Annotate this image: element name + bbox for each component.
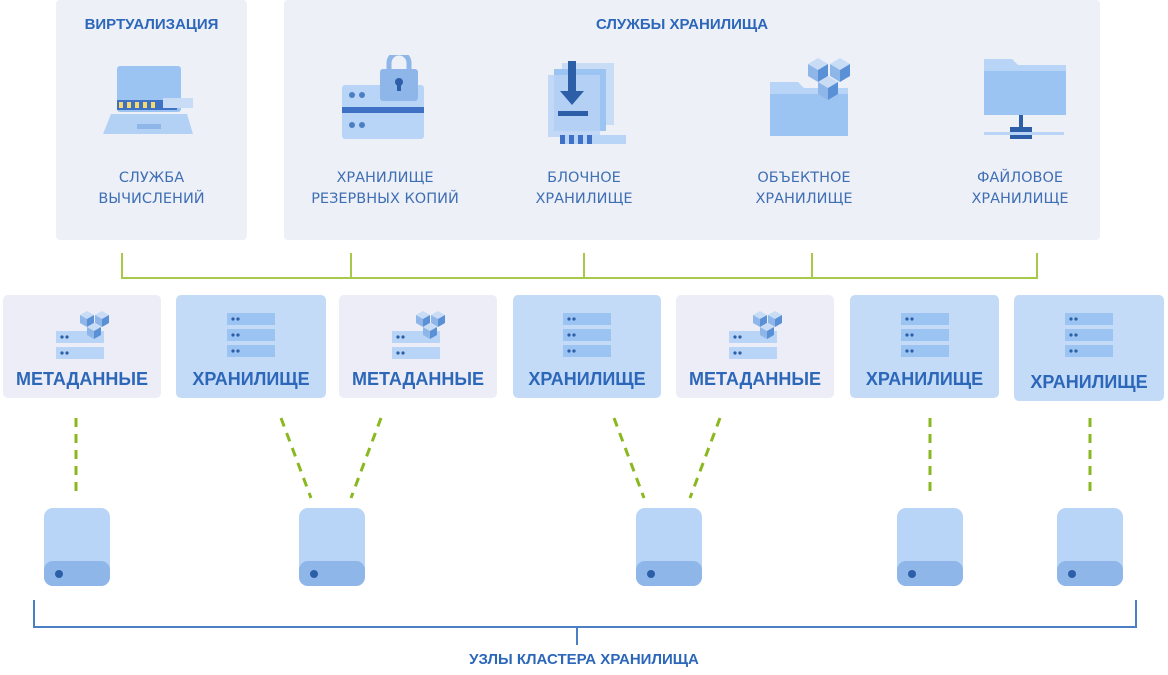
compute-service-label: СЛУЖБА ВЫЧИСЛЕНИЙ <box>56 168 247 210</box>
disk-drive-icon <box>44 508 110 586</box>
metadata-node-1: МЕТАДАННЫЕ <box>3 295 161 398</box>
service-bus <box>121 253 1038 279</box>
compute-service-line2: ВЫЧИСЛЕНИЙ <box>98 191 205 207</box>
cluster-bracket <box>33 600 1137 645</box>
backup-lock-icon <box>342 55 424 139</box>
object-storage-line1: ОБЪЕКТНОЕ <box>757 170 851 186</box>
disk-drive-icon <box>636 508 702 586</box>
metadata-node-3: МЕТАДАННЫЕ <box>676 295 834 398</box>
file-storage-label: ФАЙЛОВОЕ ХРАНИЛИЩЕ <box>930 168 1110 210</box>
backup-storage-line2: РЕЗЕРВНЫХ КОПИЙ <box>311 191 459 207</box>
node-label: ХРАНИЛИЩЕ <box>528 369 646 389</box>
laptop-icon <box>103 66 193 134</box>
node-label: ХРАНИЛИЩЕ <box>865 369 984 389</box>
virtualization-title: ВИРТУАЛИЗАЦИЯ <box>84 16 219 33</box>
block-storage-label: БЛОЧНОЕ ХРАНИЛИЩЕ <box>494 168 674 210</box>
metadata-node-2: МЕТАДАННЫЕ <box>339 295 497 398</box>
storage-services-panel: СЛУЖБЫ ХРАНИЛИЩА <box>284 0 1100 240</box>
block-storage-line1: БЛОЧНОЕ <box>547 170 621 186</box>
file-storage-line2: ХРАНИЛИЩЕ <box>971 191 1069 207</box>
storage-node-2: ХРАНИЛИЩЕ <box>513 295 661 398</box>
virtualization-panel: ВИРТУАЛИЗАЦИЯ СЛУЖБА ВЫЧИСЛЕНИЙ <box>56 0 247 240</box>
block-download-icon <box>548 61 626 144</box>
file-storage-line1: ФАЙЛОВОЕ <box>976 170 1064 186</box>
metadata-server-icon <box>56 311 109 359</box>
node-label: МЕТАДАННЫЕ <box>689 369 821 389</box>
node-label: МЕТАДАННЫЕ <box>16 369 148 389</box>
object-folder-icon <box>770 58 850 136</box>
compute-service-line1: СЛУЖБА <box>118 170 185 186</box>
node-label: ХРАНИЛИЩЕ <box>1030 372 1148 392</box>
metadata-server-icon <box>392 311 445 359</box>
cluster-nodes-label: УЗЛЫ КЛАСТЕРА ХРАНИЛИЩА <box>469 651 699 668</box>
storage-server-icon <box>227 313 275 357</box>
disk-drive-icon <box>1057 508 1123 586</box>
backup-storage-line1: ХРАНИЛИЩЕ <box>336 170 434 186</box>
node-disk-links <box>74 417 1092 499</box>
disk-drive-icon <box>299 508 365 586</box>
storage-server-icon <box>900 313 949 357</box>
storage-node-3: ХРАНИЛИЩЕ <box>850 295 999 398</box>
block-storage-line2: ХРАНИЛИЩЕ <box>535 191 633 207</box>
storage-node-1: ХРАНИЛИЩЕ <box>176 295 326 398</box>
object-storage-label: ОБЪЕКТНОЕ ХРАНИЛИЩЕ <box>714 168 894 210</box>
storage-server-icon <box>563 313 611 357</box>
storage-node-4: ХРАНИЛИЩЕ <box>1014 295 1164 401</box>
disk-drive-icon <box>897 508 963 586</box>
node-label: ХРАНИЛИЩЕ <box>192 369 310 389</box>
storage-services-title: СЛУЖБЫ ХРАНИЛИЩА <box>595 16 769 33</box>
backup-storage-label: ХРАНИЛИЩЕ РЕЗЕРВНЫХ КОПИЙ <box>284 168 486 210</box>
object-storage-line2: ХРАНИЛИЩЕ <box>755 191 853 207</box>
metadata-server-icon <box>729 311 782 359</box>
node-label: МЕТАДАННЫЕ <box>352 369 484 389</box>
storage-server-icon <box>1065 313 1113 357</box>
file-folder-network-icon <box>984 59 1066 139</box>
